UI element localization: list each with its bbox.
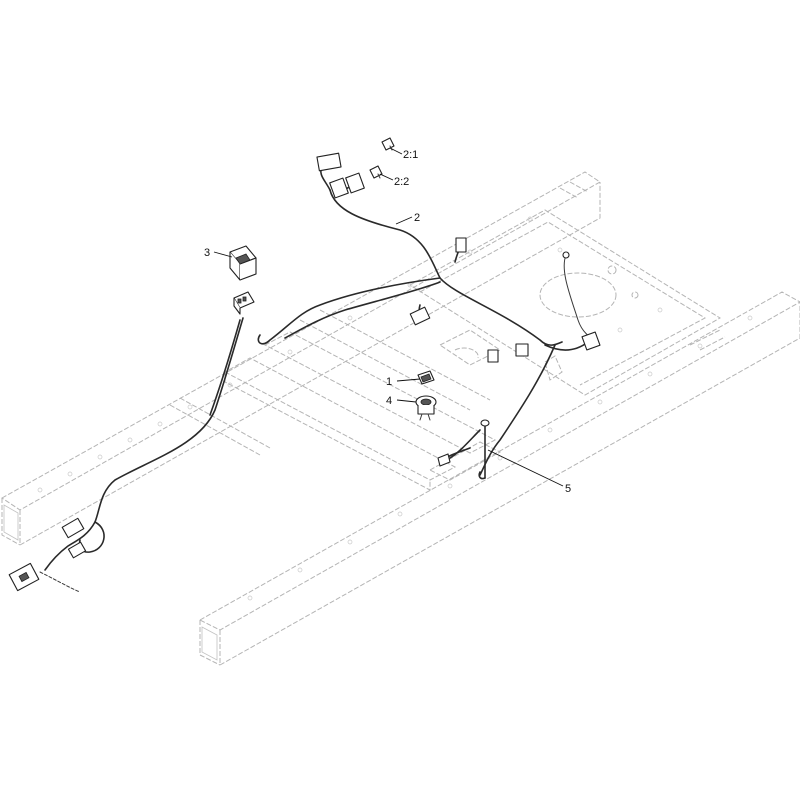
svg-text:2: 2 [414,212,420,224]
callout-5: 5 [487,449,571,495]
callout-2: 2 [395,212,420,225]
harness-connector-2-2[interactable] [369,165,383,179]
callout-2-2: 2:2 [379,173,409,188]
callout-4: 4 [386,395,417,407]
ignition-switch[interactable] [415,395,437,421]
callout-3: 3 [204,247,233,259]
harness-connectors [8,152,601,592]
left-frame-rail [1,171,601,546]
right-frame-rail [198,291,800,666]
svg-text:2:2: 2:2 [394,176,409,188]
svg-text:1: 1 [386,376,392,388]
harness-connector-2-1[interactable] [381,137,395,151]
frame-mount-holes [37,216,753,601]
rocker-switch-connector [233,291,255,315]
callout-1: 1 [386,376,421,388]
frame-rear-plate [409,209,726,396]
svg-text:2:1: 2:1 [403,149,418,161]
ignition-key[interactable] [417,370,435,385]
ground-cable[interactable] [437,419,490,480]
svg-text:4: 4 [386,395,392,407]
rocker-switch[interactable] [229,245,257,281]
callout-2-1: 2:1 [389,147,418,161]
svg-text:5: 5 [565,483,571,495]
wiring-harness[interactable] [39,165,597,593]
svg-text:3: 3 [204,247,210,259]
frame-cross-members [169,309,502,491]
chassis-frame [1,171,800,666]
frame-mid-bracket [439,329,501,366]
